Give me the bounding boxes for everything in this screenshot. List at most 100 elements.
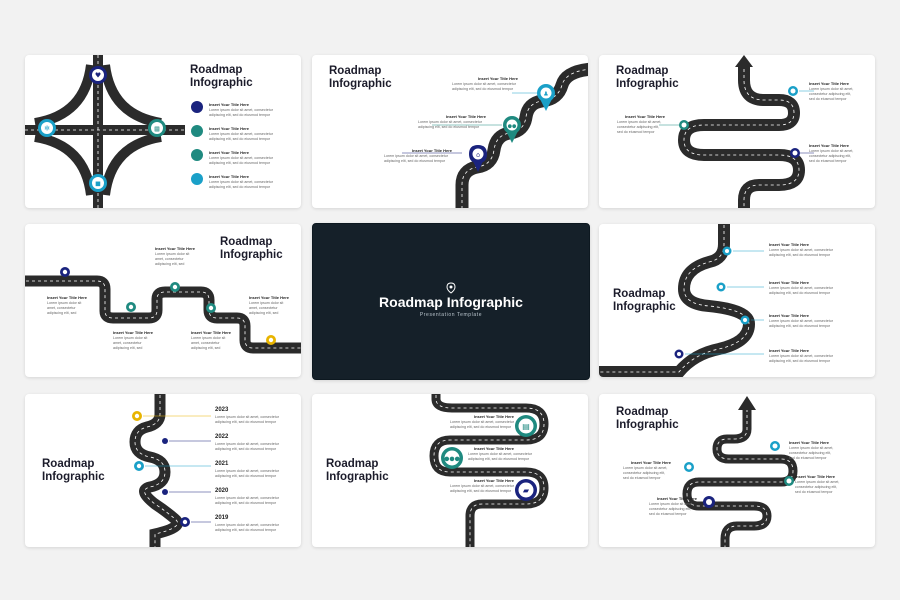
slide-2-title: Roadmap Infographic [329,65,392,90]
pin-teal-1 [126,302,136,312]
slide-1-item-text: Lorem ipsum dolor sit amet, consectetur … [209,156,273,165]
svg-text:▦: ▦ [154,126,160,133]
cover-title: Roadmap Infographic [379,294,523,310]
svg-text:●●●: ●●● [444,456,460,463]
pin-teal-3 [206,303,216,313]
slide-4-item-title: Insert Your Title Here [113,330,154,335]
slide-6-item-title: Insert Your Title Here [769,280,810,285]
pin-2021 [134,461,144,471]
svg-text:▤: ▤ [522,422,530,431]
slide-2-item-title: Insert Your Title Here [478,76,519,81]
slide-4-item-text: Lorem ipsum dolor sit amet, consectetur … [155,252,190,266]
s-curve-road [599,224,764,377]
slide-8-title: Roadmap Infographic [326,458,389,483]
slide-4-title: Roadmap Infographic [220,236,283,261]
slide-1-item-text: Lorem ipsum dolor sit amet, consectetur … [209,132,273,141]
slide-9-item-text: Lorem ipsum dolor sit amet, consectetur … [789,446,834,460]
slide-3[interactable]: Roadmap Infographic Insert Your Title He… [599,55,875,208]
map-pin-icon [446,282,456,294]
timeline-road [129,394,211,547]
year-text: Lorem ipsum dolor sit amet, consectetur … [215,442,279,451]
slide-6-item-title: Insert Your Title Here [769,313,810,318]
year-label: 2021 [215,461,229,467]
slide-4-item-title: Insert Your Title Here [47,295,88,300]
slide-1-item-title: Insert Your Title Here [209,126,250,131]
slide-2[interactable]: ⌂ ●● ♟ Roadmap Infographic Insert Your T… [312,55,588,208]
year-text: Lorem ipsum dolor sit amet, consectetur … [215,415,279,424]
pin-chart: ▦ [148,119,166,137]
briefcase-icon [784,476,794,486]
slide-9-item-text: Lorem ipsum dolor sit amet, consectetur … [649,502,694,516]
pin-teal-2 [170,282,180,292]
slide-8-item-title: Insert Your Title Here [474,446,515,451]
slide-4-item-title: Insert Your Title Here [249,295,290,300]
pin-yellow [266,335,276,345]
pin-2023 [132,411,142,421]
pin-briefcase: ■ [89,174,107,192]
slide-8-item-text: Lorem ipsum dolor sit amet, consectetur … [468,452,532,461]
year-text: Lorem ipsum dolor sit amet, consectetur … [215,496,279,505]
svg-text:♥: ♥ [95,72,101,80]
year-label: 2019 [215,515,229,521]
interchange-road: ♥ ✲ ▦ ■ [25,55,203,208]
slide-6-item-title: Insert Your Title Here [769,348,810,353]
slide-4-item-title: Insert Your Title Here [191,330,232,335]
slide-6-item-text: Lorem ipsum dolor sit amet, consectetur … [769,286,833,295]
slide-3-item-title: Insert Your Title Here [809,81,850,86]
folder-icon: ▰ [515,479,537,501]
slide-2-item-text: Lorem ipsum dolor sit amet, consectetur … [384,154,448,163]
slide-8[interactable]: ▤ ●●● ▰ Roadmap Infographic Insert Your … [312,394,588,547]
pin-2020 [162,489,168,495]
pin-heart: ♥ [89,66,107,84]
pin-bank: ⌂ [469,145,487,172]
slide-8-item-text: Lorem ipsum dolor sit amet, consectetur … [450,484,514,493]
slide-7[interactable]: Roadmap Infographic 2023 Lorem ipsum dol… [25,394,301,547]
pin-people: ●● [503,116,521,143]
svg-text:♟: ♟ [543,91,548,98]
slide-8-item-title: Insert Your Title Here [474,414,515,419]
slide-6-item-text: Lorem ipsum dolor sit amet, consectetur … [769,319,833,328]
slide-1-title: Roadmap Infographic [190,64,253,89]
switchback-road: ▤ ●●● ▰ [429,394,549,547]
svg-text:✲: ✲ [44,125,50,133]
slide-1-item-title: Insert Your Title Here [209,102,250,107]
slide-4-item-text: Lorem ipsum dolor sit amet, consectetur … [191,336,226,350]
slide-5-title-card[interactable]: Roadmap Infographic Presentation Templat… [312,223,590,380]
arrow-up-icon [735,55,753,67]
year-label: 2022 [215,434,229,440]
slide-4-item-text: Lorem ipsum dolor sit amet, consectetur … [47,301,82,315]
svg-text:●●: ●● [508,124,517,130]
slide-3-title: Roadmap Infographic [616,65,679,90]
pin-2019 [180,517,190,527]
slide-9-item-title: Insert Your Title Here [631,460,672,465]
year-text: Lorem ipsum dolor sit amet, consectetur … [215,469,279,478]
serpentine-arrow-road [682,396,798,547]
year-label: 2023 [215,407,229,413]
svg-text:■: ■ [95,181,101,188]
slide-4[interactable]: Roadmap Infographic Insert Your Title He… [25,224,301,377]
slide-3-item-title: Insert Your Title Here [625,114,666,119]
serpentine-road [659,55,814,208]
slide-2-item-text: Lorem ipsum dolor sit amet, consectetur … [418,120,482,129]
slide-1-item-text: Lorem ipsum dolor sit amet, consectetur … [209,180,273,189]
pin-2022 [162,438,168,444]
slide-9-item-title: Insert Your Title Here [657,496,698,501]
slide-8-item-title: Insert Your Title Here [474,478,515,483]
cover-subtitle: Presentation Template [419,312,483,318]
slide-3-item-title: Insert Your Title Here [809,143,850,148]
pin-navy [60,267,70,277]
slide-6-item-text: Lorem ipsum dolor sit amet, consectetur … [769,354,833,363]
slide-1[interactable]: ♥ ✲ ▦ ■ Roadmap Infographic Insert Your … [25,55,301,208]
pin-gear: ✲ [38,119,56,137]
year-label: 2020 [215,488,229,494]
slide-6-title: Roadmap Infographic [613,288,676,313]
gear-icon [684,462,694,472]
winding-road: ⌂ ●● ♟ [402,62,588,208]
user-icon [770,441,780,451]
slide-9[interactable]: Roadmap Infographic Insert Your Title He… [599,394,875,547]
slide-7-title: Roadmap Infographic [42,458,105,483]
slide-9-item-text: Lorem ipsum dolor sit amet, consectetur … [795,480,840,494]
slide-3-item-text: Lorem ipsum dolor sit amet, consectetur … [809,149,854,163]
slide-3-item-text: Lorem ipsum dolor sit amet, consectetur … [809,87,854,101]
slide-6[interactable]: Roadmap Infographic Insert Your Title He… [599,224,875,377]
